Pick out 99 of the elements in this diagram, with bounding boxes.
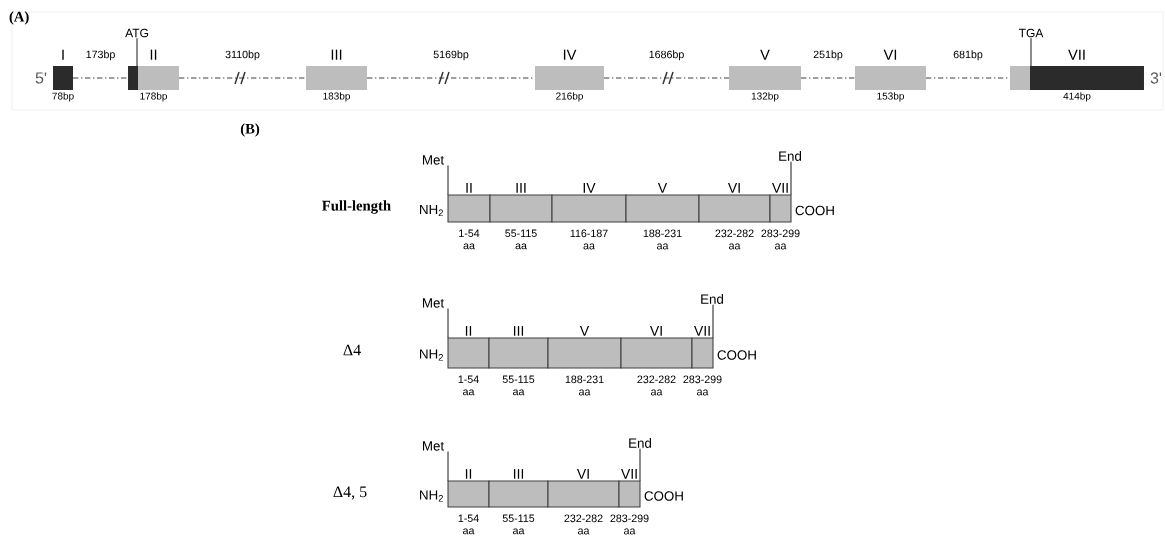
node-label: 188-231 aa (643, 229, 682, 250)
exon-box: I 78bp (52, 49, 74, 102)
domain-segment: III 55-115 aa (488, 326, 549, 396)
domain-segment: II 1-54 aa (447, 183, 491, 250)
node-label: III (513, 326, 524, 336)
node-label: 283-299 aa (683, 375, 722, 396)
node-label: 283-299 aa (610, 514, 649, 535)
exon-box: IV 216bp (535, 49, 604, 102)
node-label: 55-115 aa (502, 514, 535, 535)
domain-segment: II 1-54 aa (447, 469, 490, 535)
node-label: VI (727, 183, 740, 193)
exon-box: II 178bp (128, 49, 179, 102)
node-label: 132bp (751, 92, 779, 102)
node-label: IV (583, 183, 596, 193)
node-label: 216bp (556, 92, 583, 102)
node-label: IV (563, 49, 577, 60)
node-label: 153bp (877, 92, 904, 102)
node-label: VII (694, 326, 710, 336)
domain-segment: V 188-231 aa (547, 326, 622, 396)
codon-label: TGA (1018, 28, 1044, 38)
node-label: 232-282 aa (637, 375, 676, 396)
marker-label: End (779, 151, 801, 161)
domain-segment: II 1-54 aa (447, 326, 490, 396)
edge-label: 173bp (86, 50, 115, 61)
marker-line (447, 450, 449, 482)
terminus-label: COOH (717, 350, 756, 360)
node-label: III (513, 469, 524, 479)
node-label: II (466, 183, 472, 193)
panel-label: (A) (9, 11, 29, 25)
panel-label: (B) (240, 123, 260, 137)
node-label: 188-231 aa (565, 375, 604, 396)
node-label: 283-299 aa (761, 229, 800, 250)
node-label: V (579, 326, 590, 336)
node-label: VII (1068, 49, 1085, 60)
marker-label: End (629, 438, 651, 448)
node-label: II (465, 326, 472, 336)
domain-segment: III 55-115 aa (489, 183, 553, 250)
marker-line (447, 165, 449, 196)
terminus-label: COOH (644, 491, 683, 501)
node-label: 183bp (323, 92, 350, 102)
node-label: 1-54 aa (459, 229, 480, 250)
node-label: 55-115 aa (502, 375, 535, 396)
codon-label: ATG (125, 28, 148, 38)
marker-line (1030, 37, 1032, 67)
node-label: V (760, 49, 770, 60)
intron-line (178, 77, 307, 79)
node-label: III (516, 183, 526, 193)
construct-label: Δ4 (343, 344, 361, 356)
marker-line (639, 448, 641, 482)
edge-label: 1686bp (649, 50, 684, 61)
node-label: II (150, 49, 157, 60)
node-label: 178bp (140, 92, 167, 102)
node-label: 414bp (1063, 92, 1091, 102)
construct-label: Δ4, 5 (333, 486, 367, 500)
terminus-label: NH$_{2}$ (420, 490, 443, 502)
edge-label: 681bp (953, 50, 983, 61)
exon-box: V 132bp (729, 49, 801, 102)
node-label: 116-187 aa (570, 229, 608, 250)
node-label: VI (576, 469, 589, 479)
marker-line (712, 304, 714, 339)
marker-line (790, 161, 792, 196)
exon-box: VI 153bp (855, 49, 926, 102)
node-label: 232-282 aa (715, 229, 754, 250)
intron-line (603, 77, 730, 79)
node-label: 1-54 aa (458, 375, 479, 396)
domain-segment: IV 116-187 aa (551, 183, 627, 250)
construct-label: Full-length (322, 200, 391, 214)
edge-label: 251bp (813, 50, 843, 61)
edge-label: 5169bp (433, 50, 469, 61)
domain-segment: V 188-231 aa (625, 183, 700, 250)
exon-box: III 183bp (306, 49, 367, 102)
node-label: 232-282 aa (564, 514, 603, 535)
node-label: V (657, 183, 668, 193)
intron-line (366, 77, 536, 79)
marker-line (136, 37, 138, 67)
terminus-label: NH$_{2}$ (420, 204, 443, 217)
edge-label: 3110bp (225, 50, 260, 61)
intron-line (72, 77, 129, 79)
node-label: VII (621, 469, 637, 479)
terminus-label: COOH (795, 205, 834, 216)
node-label: 55-115 aa (505, 229, 537, 250)
node-label: II (465, 469, 472, 479)
node-label: I (62, 49, 64, 60)
intron-line (800, 77, 856, 79)
node-label: 1-54 aa (458, 514, 479, 535)
marker-line (447, 307, 449, 339)
node-label: III (331, 49, 342, 60)
marker-label: Met (423, 298, 445, 308)
node-label: VI (883, 49, 897, 60)
node-label: VI (649, 326, 662, 336)
node-label: 78bp (52, 92, 74, 102)
node-label: VII (772, 183, 788, 193)
terminus-label: NH$_{2}$ (420, 349, 443, 361)
marker-label: Met (423, 155, 445, 165)
exon-box: VII 414bp (1010, 49, 1144, 102)
marker-label: Met (423, 441, 445, 451)
intron-line (925, 77, 1011, 79)
marker-label: End (701, 294, 723, 304)
domain-segment: III 55-115 aa (488, 469, 549, 535)
